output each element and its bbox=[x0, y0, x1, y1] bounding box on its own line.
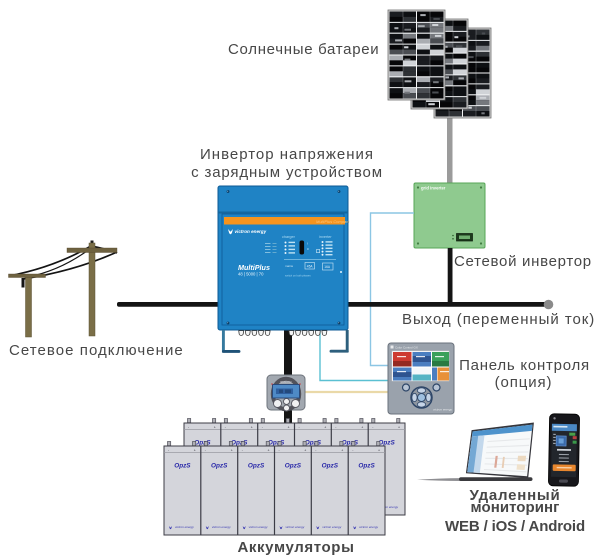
svg-text:+: + bbox=[251, 426, 253, 430]
svg-text:MultiPlus: MultiPlus bbox=[238, 263, 270, 272]
svg-text:inverter: inverter bbox=[319, 235, 332, 239]
svg-text:OpzS: OpzS bbox=[378, 440, 395, 447]
svg-text:victron energy: victron energy bbox=[285, 525, 304, 529]
svg-text:+: + bbox=[231, 449, 233, 453]
svg-text:16A: 16A bbox=[324, 265, 331, 269]
svg-text:OpzS: OpzS bbox=[285, 463, 302, 470]
svg-text:-: - bbox=[299, 425, 301, 429]
svg-text:OpzS: OpzS bbox=[342, 440, 359, 447]
svg-text:-: - bbox=[315, 448, 317, 452]
svg-text:BMV-702: BMV-702 bbox=[280, 380, 292, 384]
svg-text:+: + bbox=[268, 449, 270, 453]
svg-text:charger: charger bbox=[282, 235, 296, 239]
svg-text:OpzS: OpzS bbox=[322, 463, 339, 470]
svg-text:victron energy: victron energy bbox=[379, 505, 398, 509]
svg-text:victron energy: victron energy bbox=[433, 408, 452, 412]
svg-text:grid inverter: grid inverter bbox=[421, 186, 446, 191]
svg-text:-: - bbox=[262, 425, 264, 429]
svg-text:-: - bbox=[242, 448, 244, 452]
svg-text:OpzS: OpzS bbox=[194, 440, 211, 447]
svg-text:-: - bbox=[188, 425, 190, 429]
svg-text:+: + bbox=[324, 426, 326, 430]
svg-text:+: + bbox=[288, 426, 290, 430]
svg-text:-: - bbox=[225, 425, 227, 429]
svg-text:0: 0 bbox=[307, 247, 309, 251]
svg-text:-: - bbox=[352, 448, 354, 452]
svg-text:MultiPlus Compact: MultiPlus Compact bbox=[316, 219, 350, 224]
svg-text:+: + bbox=[398, 426, 400, 430]
svg-text:-: - bbox=[335, 425, 337, 429]
svg-text:Color Control GX: Color Control GX bbox=[395, 346, 418, 350]
svg-text:+: + bbox=[214, 426, 216, 430]
svg-text:victron energy: victron energy bbox=[249, 525, 268, 529]
svg-text:OpzS: OpzS bbox=[358, 463, 375, 470]
svg-text:OpzS: OpzS bbox=[268, 440, 285, 447]
svg-text:victron energy: victron energy bbox=[322, 525, 341, 529]
svg-text:-: - bbox=[372, 425, 374, 429]
svg-text:+: + bbox=[194, 449, 196, 453]
svg-text:-: - bbox=[279, 448, 281, 452]
svg-text:+: + bbox=[341, 449, 343, 453]
svg-text:OpzS: OpzS bbox=[231, 440, 248, 447]
svg-text:48 | 5000 | 70: 48 | 5000 | 70 bbox=[238, 272, 264, 277]
svg-text:OpzS: OpzS bbox=[305, 440, 322, 447]
svg-text:I: I bbox=[307, 242, 308, 246]
svg-text:45A: 45A bbox=[307, 264, 314, 268]
svg-text:victron energy: victron energy bbox=[212, 525, 231, 529]
svg-text:OpzS: OpzS bbox=[174, 463, 191, 470]
svg-text:+: + bbox=[304, 449, 306, 453]
svg-text:+: + bbox=[378, 449, 380, 453]
svg-text:OpzS: OpzS bbox=[211, 463, 228, 470]
svg-text:victron energy: victron energy bbox=[175, 525, 194, 529]
svg-text:OpzS: OpzS bbox=[248, 463, 265, 470]
svg-text:-: - bbox=[168, 448, 170, 452]
svg-text:+: + bbox=[361, 426, 363, 430]
svg-text:victron energy: victron energy bbox=[359, 525, 378, 529]
svg-text:mains: mains bbox=[285, 264, 294, 268]
svg-text:-: - bbox=[205, 448, 207, 452]
svg-text:victron energy: victron energy bbox=[235, 229, 267, 234]
svg-text:switch on both phases: switch on both phases bbox=[285, 274, 311, 278]
